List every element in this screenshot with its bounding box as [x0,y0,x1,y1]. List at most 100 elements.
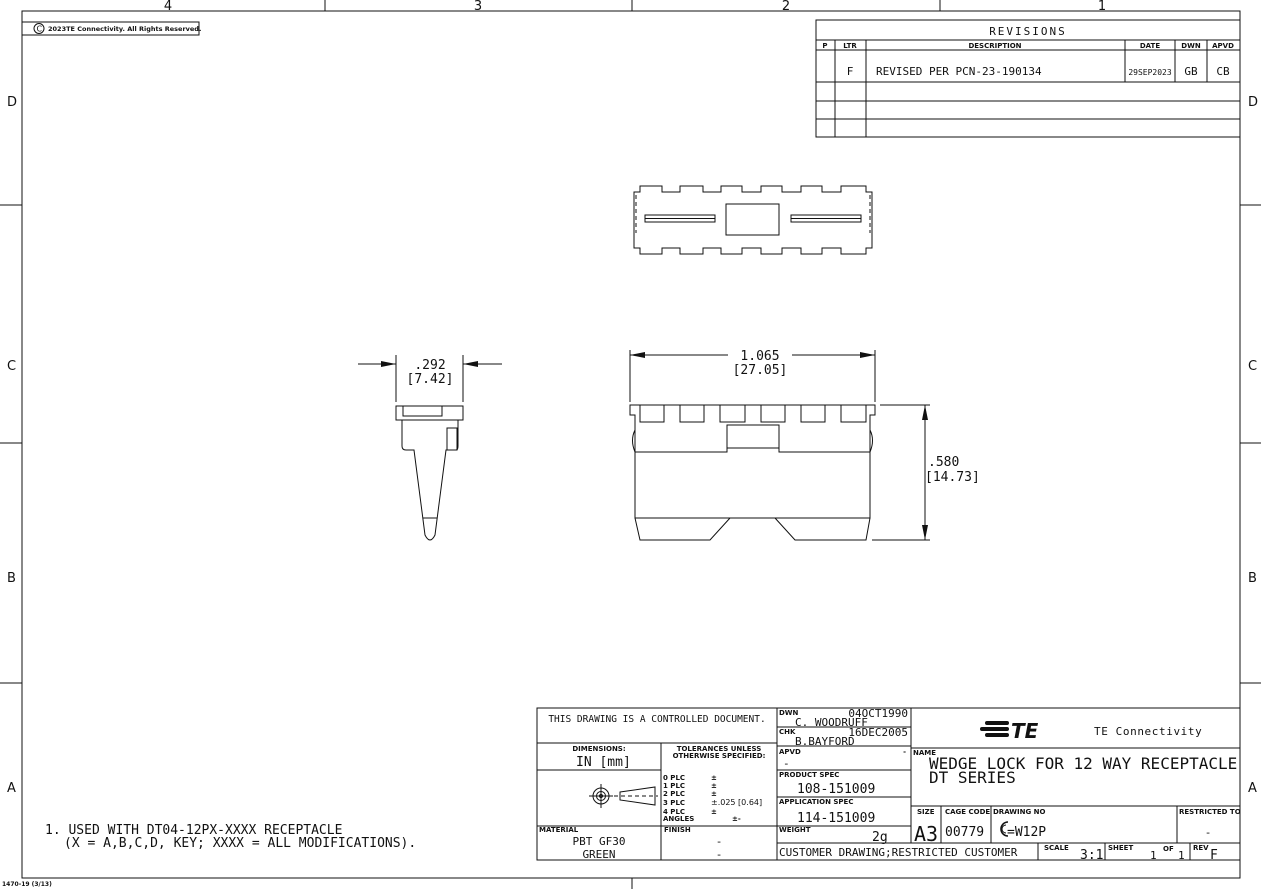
chk-label: CHK [779,728,796,736]
zone-label: A [7,781,16,796]
zone-label: B [7,571,16,586]
form-number: 1470-19 (3/13) [2,881,52,888]
tolerance-plc: 0 PLC [663,774,685,782]
of-value: 1 [1178,849,1185,862]
height-dimension-in: .580 [928,455,959,470]
cage-code: 00779 [945,825,984,840]
height-dimension-mm: [14.73] [925,470,980,485]
copyright-icon: C [37,25,43,34]
weight-value: 2g [872,830,888,845]
sheet-label: SHEET [1108,844,1133,852]
weight-label: WEIGHT [779,826,811,834]
revisions-header: APVD [1212,42,1234,50]
tolerance-plc: 3 PLC [663,799,685,807]
revision-apvd: CB [1216,65,1230,78]
tolerance-value: ±- [732,815,741,823]
zone-label: 3 [474,0,482,14]
tolerances-label: TOLERANCES UNLESS [677,745,762,753]
apvd-date: - [903,748,906,756]
dimensions-value: IN [mm] [576,755,631,770]
zone-label: A [1248,781,1257,796]
zone-label: 4 [164,0,172,14]
zone-labels: 4 3 2 1 D C B A D C B A [7,0,1258,796]
drawing-number-label: DRAWING NO [993,808,1046,816]
top-view [633,185,873,255]
c-mark-icon [1000,821,1009,837]
revision-date: 29SEP2023 [1128,68,1172,77]
restricted-to-label: RESTRICTED TO [1179,808,1241,816]
side-dimension-mm: [7.42] [407,372,454,387]
chk-name: B.BAYFORD [795,735,855,748]
copyright-text: 2023TE Connectivity. All Rights Reserved… [48,25,201,33]
drawing-number: =W12P [1007,825,1046,840]
rev-value: F [1210,848,1218,863]
zone-label: C [1248,359,1257,374]
finish-label: FINISH [664,826,691,834]
finish-value: - [716,848,723,861]
chk-date: 16DEC2005 [848,726,908,739]
part-series: DT SERIES [929,768,1016,787]
width-dimension-mm: [27.05] [733,363,788,378]
tolerance-value: ± [711,808,717,816]
company-name: TE Connectivity [1094,725,1202,738]
drawing-frame [21,10,1241,879]
revision-description: REVISED PER PCN-23-190134 [876,65,1042,78]
material-label: MATERIAL [539,826,579,834]
revisions-header: DESCRIPTION [968,42,1021,50]
note-line: 1. USED WITH DT04-12PX-XXXX RECEPTACLE [45,823,342,838]
zone-label: C [7,359,16,374]
revisions-table: REVISIONS P LTR DESCRIPTION DATE DWN APV… [815,19,1241,138]
revision-row: F REVISED PER PCN-23-190134 29SEP2023 GB… [847,65,1230,78]
tolerance-plc: 2 PLC [663,790,685,798]
zone-label: D [7,95,17,110]
size-value: A3 [914,822,938,846]
zone-label: B [1248,571,1257,586]
customer-drawing-text: CUSTOMER DRAWING;RESTRICTED CUSTOMER [779,846,1018,859]
cage-code-label: CAGE CODE [945,808,990,816]
dwn-label: DWN [779,709,799,717]
tolerances-label: OTHERWISE SPECIFIED: [673,752,766,760]
copyright-box [21,21,200,36]
revision-dwn: GB [1184,65,1198,78]
apvd-label: APVD [779,748,801,756]
te-logo: TE [980,719,1039,743]
revision-letter: F [847,65,854,78]
tolerance-list: 0 PLC ± 1 PLC ± 2 PLC ± 3 PLC ±.025 [0.6… [663,774,762,823]
front-view: 1.065 [27.05] .580 [14.73] [629,349,980,541]
revisions-header: DWN [1181,42,1201,50]
sheet-value: 1 [1150,849,1157,862]
dimensions-label: DIMENSIONS: [572,745,626,753]
tolerance-plc: 1 PLC [663,782,685,790]
of-label: OF [1163,845,1174,853]
note-line: (X = A,B,C,D, KEY; XXXX = ALL MODIFICATI… [64,836,416,851]
scale-label: SCALE [1044,844,1069,852]
tolerance-plc: ANGLES [663,815,694,823]
material-value: PBT GF30 [573,835,626,848]
material-color: GREEN [582,848,615,861]
zone-label: 1 [1098,0,1106,14]
rev-label: REV [1193,844,1209,852]
dwn-name: C. WOODRUFF [795,716,868,729]
tolerance-value: ±.025 [0.64] [711,798,762,807]
product-spec-label: PRODUCT SPEC [779,771,839,779]
zone-label: D [1248,95,1258,110]
te-logo-text: TE [1011,719,1039,743]
zone-label: 2 [782,0,790,14]
application-spec: 114-151009 [797,811,875,826]
projection-symbol-icon [589,784,658,808]
application-spec-label: APPLICATION SPEC [779,798,853,806]
dwn-date: 04OCT1990 [848,707,908,720]
revisions-header: P [822,42,827,50]
tolerance-value: ± [711,774,717,782]
title-block: THIS DRAWING IS A CONTROLLED DOCUMENT. D… [536,707,1241,863]
restricted-to-value: - [1205,826,1212,839]
copyright-icon [33,23,45,34]
side-dimension-in: .292 [414,358,445,373]
revisions-header: DATE [1140,42,1160,50]
part-name: WEDGE LOCK FOR 12 WAY RECEPTACLE [929,754,1237,773]
name-label: NAME [913,749,936,757]
width-dimension-in: 1.065 [740,349,779,364]
controlled-document-text: THIS DRAWING IS A CONTROLLED DOCUMENT. [548,714,765,725]
